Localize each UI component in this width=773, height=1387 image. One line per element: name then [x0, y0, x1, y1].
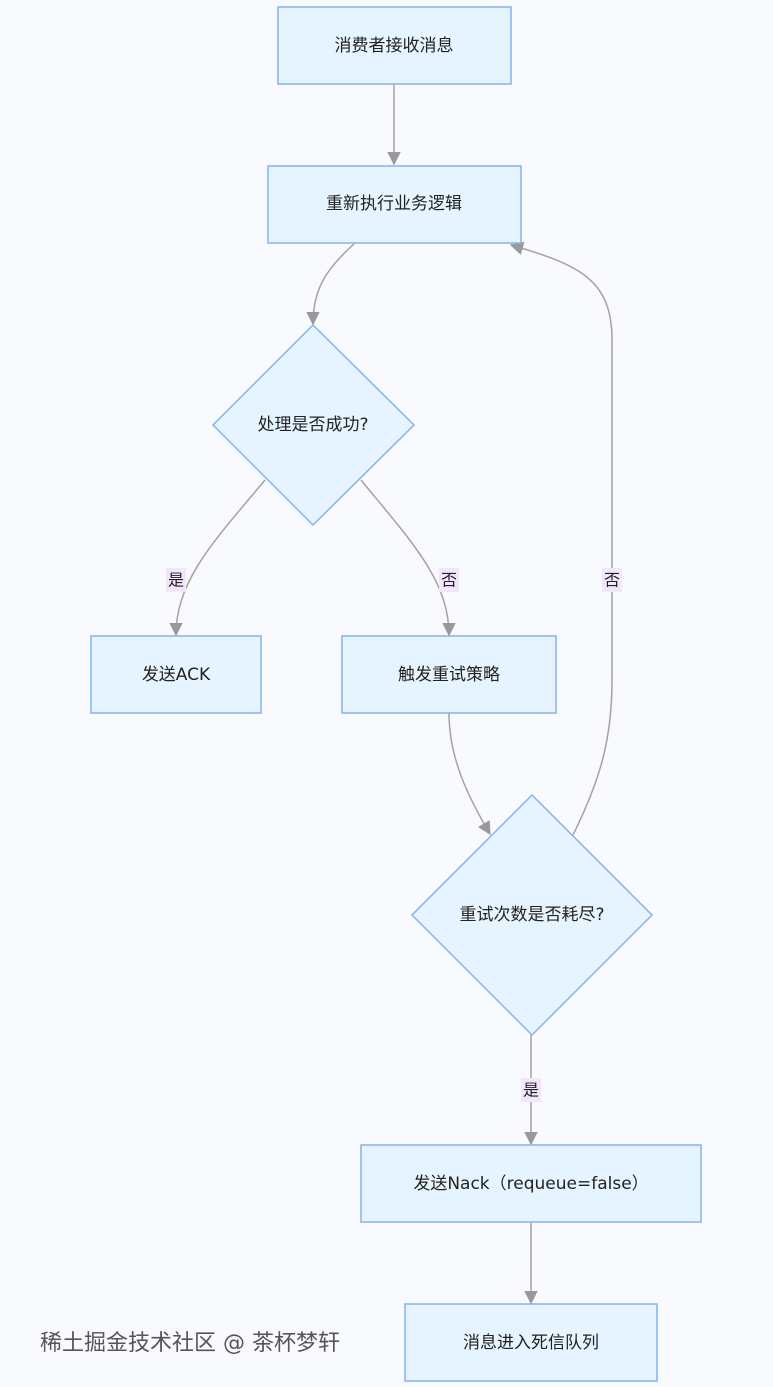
label-text: 是 — [523, 1081, 539, 1100]
edge-label-exhausted-yes: 是 — [521, 1078, 541, 1102]
watermark: 稀土掘金技术社区 @ 茶杯梦轩 — [40, 1331, 340, 1356]
node-text: 消费者接收消息 — [335, 36, 454, 56]
node-text: 发送ACK — [142, 665, 211, 685]
node-success-check: 处理是否成功? — [211, 323, 416, 527]
edge-execute-check — [306, 242, 356, 326]
edge-check-retry — [360, 479, 456, 637]
node-execute: 重新执行业务逻辑 — [267, 165, 522, 244]
label-text: 是 — [168, 571, 184, 590]
node-retry-exhausted: 重试次数是否耗尽? — [410, 793, 654, 1037]
node-dead-letter: 消息进入死信队列 — [404, 1303, 658, 1382]
node-text: 触发重试策略 — [398, 665, 500, 685]
node-text: 消息进入死信队列 — [463, 1333, 599, 1353]
node-text: 处理是否成功? — [257, 415, 368, 435]
node-text: 重试次数是否耗尽? — [459, 905, 604, 925]
node-send-ack: 发送ACK — [90, 635, 262, 714]
edge-exhausted-execute — [509, 241, 613, 836]
node-text: 发送Nack（requeue=false） — [413, 1174, 648, 1194]
label-text: 否 — [604, 571, 620, 590]
edge-label-exhausted-no: 否 — [602, 568, 622, 592]
edge-check-ack — [169, 479, 266, 637]
node-retry: 触发重试策略 — [341, 635, 557, 714]
edge-retry-exhausted — [448, 712, 491, 836]
node-receive: 消费者接收消息 — [277, 6, 512, 85]
edge-label-success-yes: 是 — [166, 568, 186, 592]
node-text: 重新执行业务逻辑 — [326, 194, 462, 214]
edge-label-success-no: 否 — [439, 568, 459, 592]
node-send-nack: 发送Nack（requeue=false） — [360, 1144, 702, 1223]
label-text: 否 — [441, 571, 457, 590]
